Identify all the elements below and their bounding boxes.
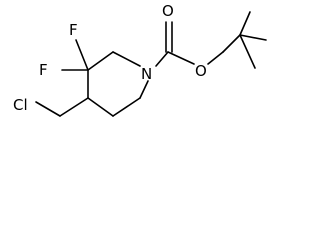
bond-ch2-cl <box>35 101 61 117</box>
nitrogen-label: N <box>141 65 152 83</box>
bond-ester-o-tbu <box>207 51 224 65</box>
bond-tbu-right <box>239 34 267 41</box>
bond-c3-c2 <box>87 51 114 71</box>
carbonyl-oxygen-label: O <box>162 2 174 20</box>
structure-diagram: F F N O O Cl <box>13 2 267 117</box>
atom-labels: F F N O O Cl <box>13 2 207 114</box>
bonds <box>35 11 267 117</box>
bond-c2-n1 <box>112 51 141 67</box>
bond-tbu-left <box>222 34 241 53</box>
bond-n1-carbonyl <box>155 51 169 67</box>
bond-tbu-top <box>239 11 251 36</box>
bond-c4-ch2 <box>59 97 89 117</box>
bond-carbonyl-ester-o <box>167 51 195 65</box>
bond-c5-c6 <box>112 97 141 117</box>
bond-c4-c5 <box>87 97 114 117</box>
bond-c6-n1 <box>139 80 149 99</box>
bond-c3-f-top <box>75 39 89 71</box>
bond-tbu-bottom <box>239 34 256 69</box>
fluorine-left-label: F <box>39 61 48 79</box>
fluorine-top-label: F <box>69 21 78 39</box>
chlorine-label: Cl <box>13 96 28 114</box>
ester-oxygen-label: O <box>195 62 207 80</box>
